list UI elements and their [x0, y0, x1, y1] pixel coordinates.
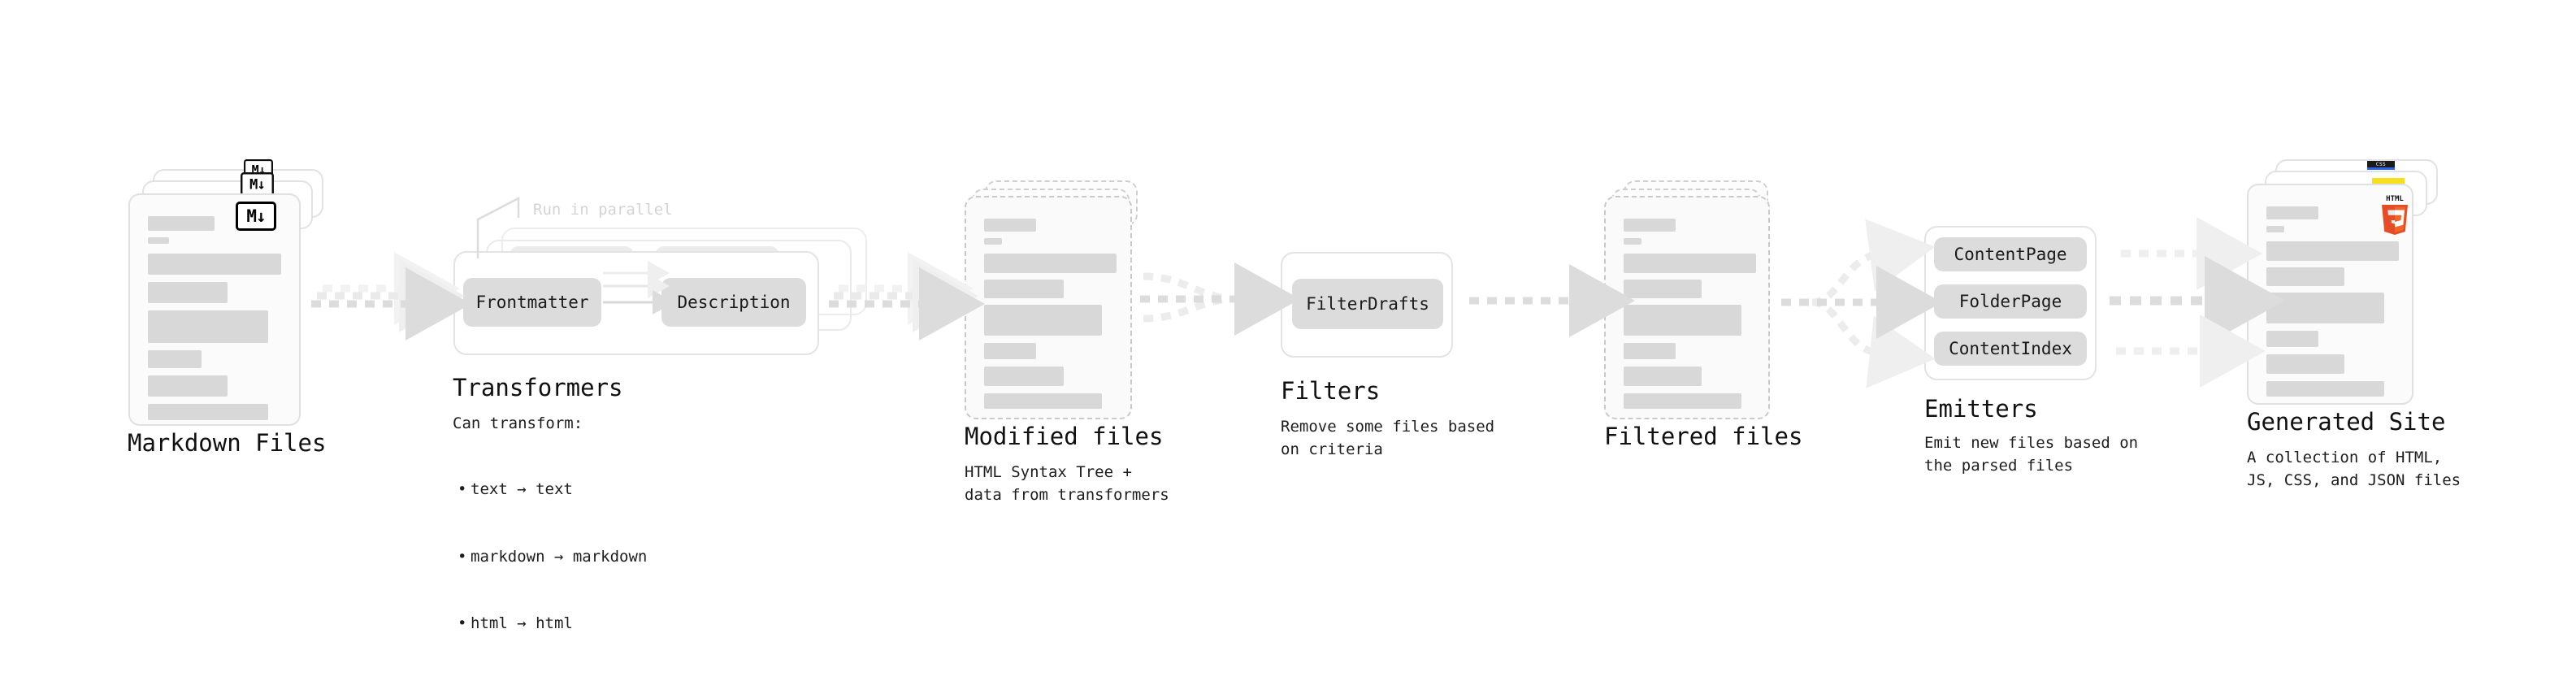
connector-modified-files-to-filters: [1140, 262, 1300, 336]
markdown-mark-icon: M↓: [236, 202, 276, 231]
list-item: text → text: [453, 479, 647, 501]
filter-pill-label: FilterDrafts: [1306, 294, 1429, 314]
connector-emitters-to-generated-site: [2110, 217, 2285, 388]
markdown-file-card: [128, 193, 301, 426]
emitter-pill-label: ContentIndex: [1949, 339, 2072, 358]
filter-pill-filterdrafts[interactable]: FilterDrafts: [1292, 279, 1443, 329]
html5-badge-icon: HTML: [2377, 192, 2413, 236]
transformer-pill-label: Description: [677, 293, 791, 312]
css3-badge-label: CSS: [2367, 161, 2395, 167]
transformer-pill-description[interactable]: Description: [661, 278, 806, 327]
css3-badge-icon: CSS: [2367, 161, 2395, 171]
emitters-subtitle: Emit new files based on the parsed files: [1924, 434, 2139, 475]
filtered-file-card: [1604, 196, 1770, 419]
stage-title-filters: Filters: [1281, 377, 1381, 405]
modified-file-card: [965, 196, 1132, 419]
emitter-pill-folderpage[interactable]: FolderPage: [1934, 284, 2087, 319]
transformers-bullet-list: text → text markdown → markdown html → h…: [453, 434, 647, 680]
connector-filtered-files-to-emitters: [1781, 219, 1942, 388]
connector-markdown-to-transformers: [311, 252, 471, 340]
transformer-pill-frontmatter[interactable]: Frontmatter: [463, 278, 601, 327]
emitter-pill-contentindex[interactable]: ContentIndex: [1934, 332, 2087, 366]
stage-title-filtered-files: Filtered files: [1604, 423, 1803, 450]
markdown-mark-label: M↓: [246, 206, 266, 226]
stage-title-markdown-files: Markdown Files: [128, 429, 327, 457]
stage-title-generated-site: Generated Site: [2247, 408, 2446, 436]
transformers-subtitle: Can transform:: [453, 414, 583, 432]
filters-subtitle: Remove some files based on criteria: [1281, 418, 1495, 458]
svg-text:HTML: HTML: [2386, 195, 2404, 203]
transformer-pill-label: Frontmatter: [475, 293, 589, 312]
list-item: markdown → markdown: [453, 546, 647, 569]
stage-title-modified-files: Modified files: [965, 423, 1164, 450]
run-in-parallel-annotation: Run in parallel: [533, 201, 673, 219]
emitter-pill-contentpage[interactable]: ContentPage: [1934, 237, 2087, 271]
markdown-mark-icon-mid: M↓: [241, 172, 274, 197]
modified-files-subtitle: HTML Syntax Tree + data from transformer…: [965, 463, 1169, 504]
markdown-mark-label: M↓: [249, 176, 266, 193]
stage-title-transformers: Transformers: [453, 374, 623, 401]
list-item: html → html: [453, 613, 647, 635]
emitter-pill-label: ContentPage: [1954, 245, 2067, 264]
stage-title-emitters: Emitters: [1924, 395, 2038, 423]
generated-site-subtitle: A collection of HTML, JS, CSS, and JSON …: [2247, 449, 2461, 489]
emitter-pill-label: FolderPage: [1958, 292, 2062, 311]
